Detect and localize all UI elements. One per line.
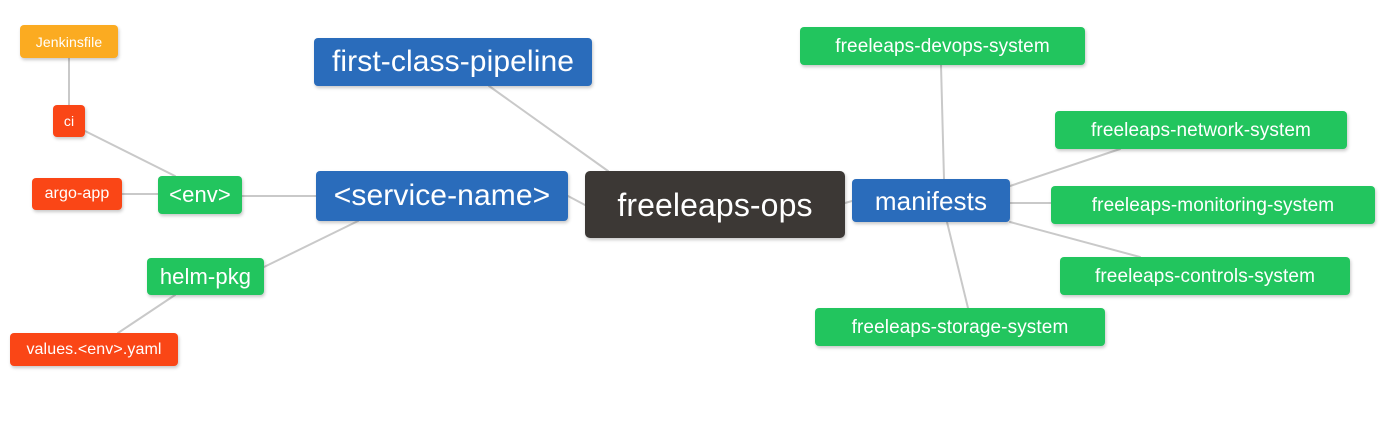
node-label-values-env-yaml: values.<env>.yaml [26, 340, 162, 358]
node-label-first-class-pipeline: first-class-pipeline [331, 45, 575, 78]
node-label-freeleaps-devops-system: freeleaps-devops-system [835, 35, 1050, 57]
node-label-service-name: <service-name> [333, 179, 551, 212]
node-jenkinsfile[interactable]: Jenkinsfile [20, 25, 118, 58]
edge-manifests-to-freeleaps-storage-system [946, 221, 969, 309]
node-label-freeleaps-ops: freeleaps-ops [617, 186, 813, 223]
node-env[interactable]: <env> [158, 176, 242, 214]
node-label-manifests: manifests [874, 185, 988, 216]
edge-freeleaps-ops-to-manifests [844, 200, 853, 204]
edge-freeleaps-ops-to-first-class-pipeline [488, 85, 609, 172]
node-freeleaps-controls-system[interactable]: freeleaps-controls-system [1060, 257, 1350, 295]
node-values-env-yaml[interactable]: values.<env>.yaml [10, 333, 178, 366]
node-manifests[interactable]: manifests [852, 179, 1010, 222]
edge-freeleaps-ops-to-service-name [567, 195, 586, 206]
node-freeleaps-devops-system[interactable]: freeleaps-devops-system [800, 27, 1085, 65]
edge-helm-pkg-to-values-env-yaml [117, 294, 176, 334]
node-label-ci: ci [63, 113, 75, 129]
edge-manifests-to-freeleaps-network-system [1009, 148, 1121, 187]
node-freeleaps-monitoring-system[interactable]: freeleaps-monitoring-system [1051, 186, 1375, 224]
edge-manifests-to-freeleaps-devops-system [940, 64, 945, 180]
node-label-jenkinsfile: Jenkinsfile [35, 33, 103, 50]
edge-manifests-to-freeleaps-controls-system [1009, 221, 1141, 258]
node-label-freeleaps-controls-system: freeleaps-controls-system [1094, 265, 1316, 287]
node-ci[interactable]: ci [53, 105, 85, 137]
edge-env-to-ci [84, 130, 176, 177]
node-argo-app[interactable]: argo-app [32, 178, 122, 210]
node-freeleaps-storage-system[interactable]: freeleaps-storage-system [815, 308, 1105, 346]
node-freeleaps-ops[interactable]: freeleaps-ops [585, 171, 845, 238]
edge-service-name-to-helm-pkg [263, 220, 359, 268]
node-label-helm-pkg: helm-pkg [159, 263, 252, 289]
node-label-freeleaps-monitoring-system: freeleaps-monitoring-system [1091, 194, 1335, 216]
node-service-name[interactable]: <service-name> [316, 171, 568, 221]
node-label-freeleaps-storage-system: freeleaps-storage-system [851, 316, 1069, 338]
node-label-freeleaps-network-system: freeleaps-network-system [1091, 119, 1311, 141]
node-freeleaps-network-system[interactable]: freeleaps-network-system [1055, 111, 1347, 149]
node-first-class-pipeline[interactable]: first-class-pipeline [314, 38, 592, 86]
node-label-argo-app: argo-app [44, 185, 110, 202]
node-helm-pkg[interactable]: helm-pkg [147, 258, 264, 295]
node-label-env: <env> [169, 182, 231, 207]
